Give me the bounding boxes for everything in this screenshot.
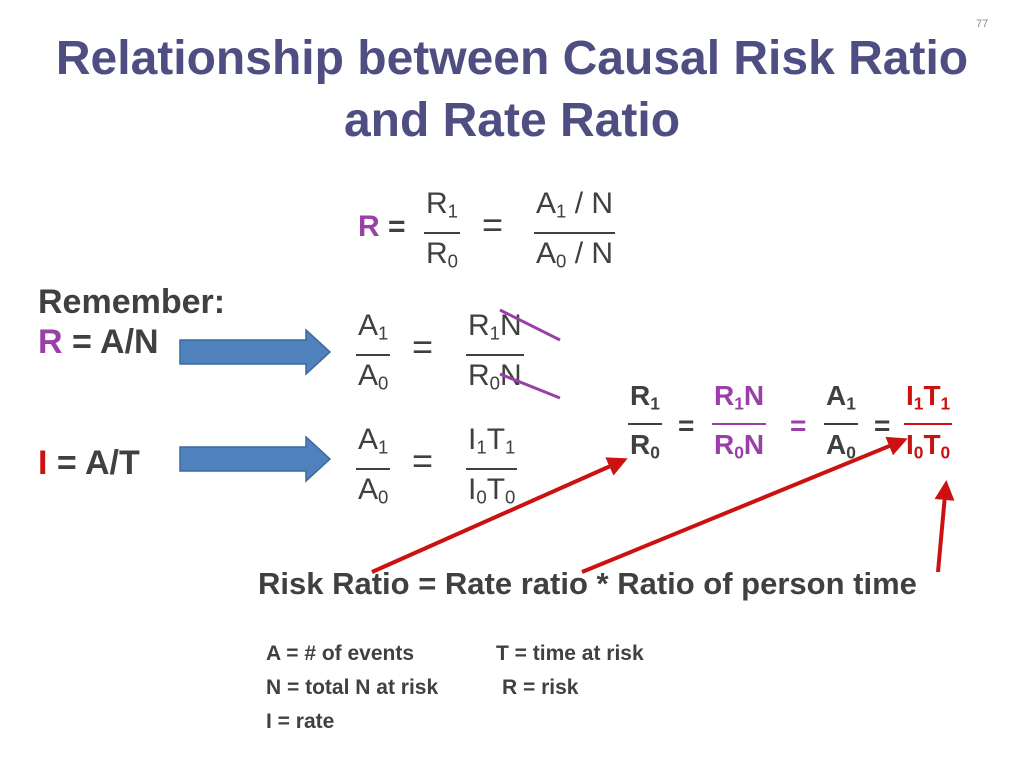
fraction-r1-over-r0: R1 R0 <box>424 187 461 272</box>
fraction-a1-over-a0-risk: A1 A0 <box>356 309 391 394</box>
equals-sign: = <box>412 440 434 481</box>
risk-definition: R = A/N <box>38 323 159 361</box>
chain-equals-2: = <box>790 410 807 441</box>
chain-equals-1: = <box>678 410 695 441</box>
fraction-r1n-over-r0n: R1N R0N <box>466 309 524 394</box>
legend-r: R = risk <box>502 676 579 699</box>
red-arrow-icon <box>934 480 955 573</box>
legend-t: T = time at risk <box>496 642 644 665</box>
strike-mark-icon <box>499 372 561 400</box>
red-arrow-icon <box>371 457 628 574</box>
chain-fraction-r1n-over-r0n: R1N R0N <box>712 380 767 463</box>
blue-arrow-icon <box>179 435 332 483</box>
blue-arrow-icon <box>179 328 332 376</box>
title-line-1: Relationship between Causal Risk Ratio <box>55 32 969 85</box>
chain-equals-3: = <box>874 410 891 441</box>
fraction-a1-over-a0-rate: A1 A0 <box>356 423 391 508</box>
slide-number: 77 <box>976 18 989 30</box>
strike-mark-icon <box>499 308 561 342</box>
chain-fraction-i1t1-over-i0t0: I1T1 I0T0 <box>904 380 953 463</box>
chain-fraction-a1-over-a0: A1 A0 <box>824 380 858 463</box>
title-line-2: and Rate Ratio <box>343 94 681 147</box>
remember-heading: Remember: <box>38 283 226 321</box>
risk-symbol: R <box>358 210 380 243</box>
fraction-a1n-over-a0n: A1 / N A0 / N <box>534 187 616 272</box>
fraction-i1t1-over-i0t0: I1T1 I0T0 <box>466 423 518 508</box>
equals-sign: = <box>379 210 406 243</box>
equals-sign: = <box>482 204 504 245</box>
top-equation-lhs: R = <box>358 210 406 244</box>
legend-n: N = total N at risk <box>266 676 439 699</box>
remember-block: Remember: R = A/N <box>38 282 225 362</box>
equals-sign: = <box>412 326 434 367</box>
legend-i: I = rate <box>266 710 335 733</box>
rate-definition: I = A/T <box>38 444 140 482</box>
slide-title: Relationship between Causal Risk Ratio a… <box>0 28 1024 152</box>
red-arrow-icon <box>581 436 908 574</box>
chain-fraction-r1-over-r0: R1 R0 <box>628 380 662 463</box>
legend-a: A = # of events <box>266 642 415 665</box>
